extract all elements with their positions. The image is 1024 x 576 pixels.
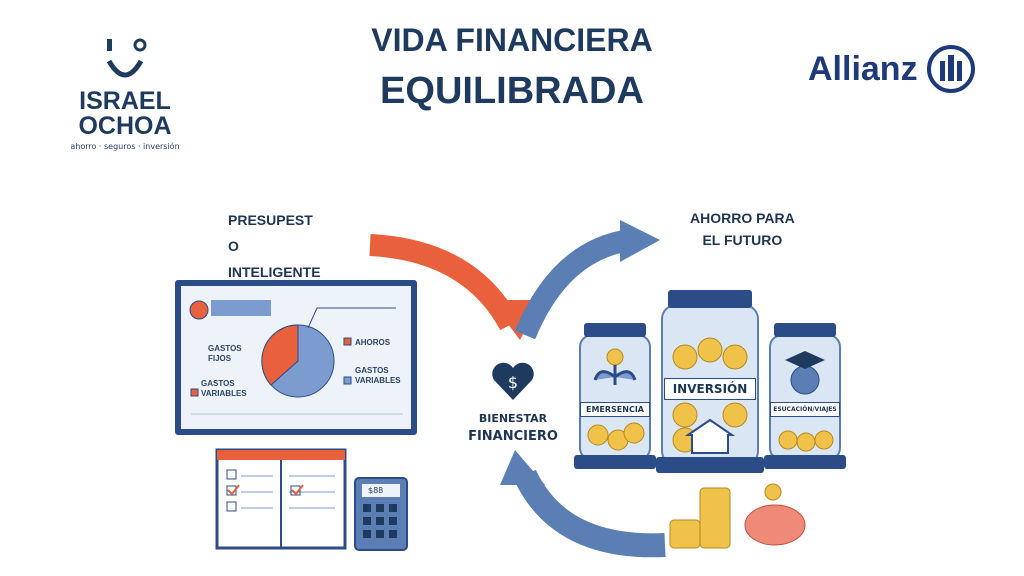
jar-education bbox=[764, 323, 846, 469]
legend-variable-right: GASTOS VARIABLES bbox=[355, 366, 401, 385]
budget-label-line: INTELIGENTE bbox=[228, 264, 321, 280]
logo-tagline: ahorro · seguros · inversión bbox=[70, 142, 180, 151]
logo-line2: OCHOA bbox=[78, 112, 172, 140]
allianz-logo: Allianz bbox=[808, 44, 976, 94]
heart-dollar-icon: $ bbox=[492, 362, 534, 400]
coins-and-piggy-bank bbox=[669, 483, 806, 549]
jar-label-education: ESUCACIÓN/VIAJES bbox=[770, 402, 840, 417]
wellbeing-line1: BIENESTAR bbox=[478, 412, 548, 425]
smile-icon bbox=[106, 38, 147, 78]
pie-chart bbox=[189, 300, 403, 415]
title-line1: VIDA FINANCIERA bbox=[371, 22, 653, 58]
svg-text:$: $ bbox=[508, 373, 518, 392]
legend-savings: AHOROS bbox=[355, 338, 391, 347]
title-line2: EQUILIBRADA bbox=[380, 70, 644, 112]
budget-label-line: PRESUPEST bbox=[228, 212, 313, 228]
savings-label: AHORRO PARA EL FUTURO bbox=[690, 207, 795, 251]
jar-label-emergency: EMERSENCIA bbox=[580, 402, 650, 417]
pie-slice-fixed bbox=[261, 324, 299, 386]
savings-jars bbox=[574, 290, 846, 473]
coin-stack-icon bbox=[669, 487, 731, 549]
blue-arrow-back bbox=[514, 469, 666, 558]
budget-label: PRESUPEST O INTELIGENTE bbox=[228, 207, 321, 285]
jar-emergency bbox=[574, 323, 656, 469]
budget-monitor: GASTOS FIJOS GASTOS VARIABLES AHOROS GAS… bbox=[175, 280, 417, 435]
jar-label-investment: INVERSIÓN bbox=[664, 378, 756, 400]
allianz-eagle-icon bbox=[926, 45, 975, 93]
wellbeing-label: BIENESTAR FINANCIERO bbox=[455, 410, 571, 446]
allianz-text: Allianz bbox=[808, 49, 918, 88]
budget-label-line: O bbox=[228, 238, 239, 254]
calculator-display: $88 bbox=[368, 486, 384, 495]
legend-variable-left: GASTOS VARIABLES bbox=[201, 379, 247, 398]
savings-label-line2: EL FUTURO bbox=[702, 232, 783, 248]
logo-line1: ISRAEL bbox=[79, 87, 171, 115]
wellbeing-line2: FINANCIERO bbox=[468, 429, 558, 444]
blue-arrow-up bbox=[514, 229, 632, 340]
notebook-and-calculator bbox=[215, 448, 408, 551]
savings-label-line1: AHORRO PARA bbox=[690, 210, 795, 226]
piggy-bank-icon bbox=[744, 504, 806, 546]
legend-fixed: GASTOS FIJOS bbox=[208, 344, 242, 363]
israel-ochoa-logo: ISRAEL OCHOA ahorro · seguros · inversió… bbox=[70, 35, 180, 151]
